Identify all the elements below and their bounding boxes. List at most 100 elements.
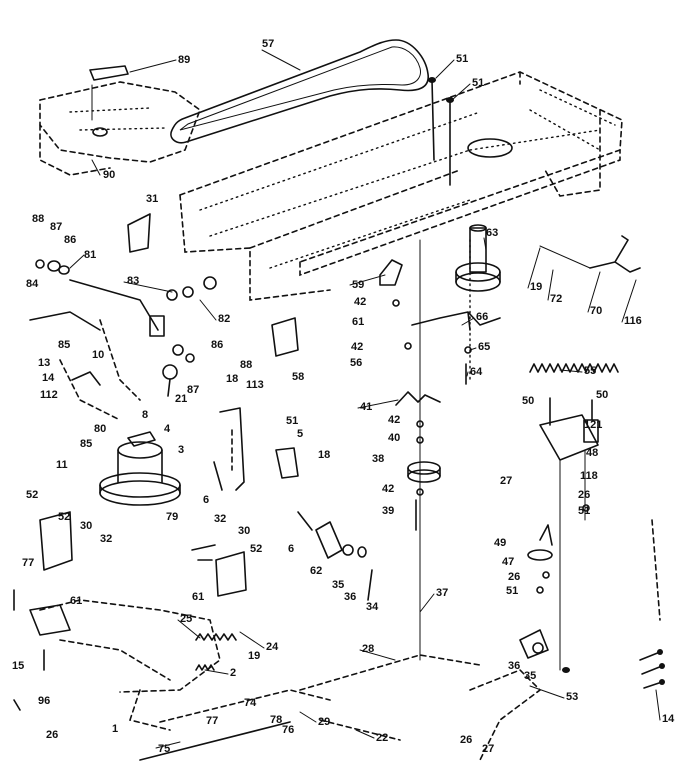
transmission-pulley <box>99 431 181 506</box>
front-frame <box>39 65 201 176</box>
part-label-61: 61 <box>352 316 364 328</box>
part-label-89: 89 <box>178 54 190 66</box>
leader-line <box>129 59 177 73</box>
part-label-80: 80 <box>94 423 106 435</box>
part-label-51: 51 <box>578 505 590 517</box>
transaxle-mount <box>13 511 221 731</box>
part-label-3: 3 <box>178 444 184 456</box>
leader-line <box>177 619 201 639</box>
rod-75 <box>139 721 291 761</box>
part-label-26: 26 <box>578 489 590 501</box>
bracket-58 <box>271 317 299 357</box>
leader-line <box>91 159 101 176</box>
part-label-52: 52 <box>26 489 38 501</box>
part-label-28: 28 <box>362 643 374 655</box>
part-label-51: 51 <box>472 77 484 89</box>
part-label-50: 50 <box>596 389 608 401</box>
part-label-53: 53 <box>566 691 578 703</box>
part-label-19: 19 <box>248 650 260 662</box>
part-label-88: 88 <box>32 213 44 225</box>
part-label-75: 75 <box>158 743 170 755</box>
leader-line <box>483 237 487 251</box>
part-label-32: 32 <box>214 513 226 525</box>
part-label-4: 4 <box>164 423 171 435</box>
part-label-72: 72 <box>550 293 562 305</box>
part-label-81: 81 <box>84 249 96 261</box>
part-label-30: 30 <box>80 520 92 532</box>
part-label-112: 112 <box>40 389 58 401</box>
leader-line <box>655 689 661 721</box>
part-label-42: 42 <box>351 341 363 353</box>
part-label-77: 77 <box>22 557 34 569</box>
part-label-15: 15 <box>12 660 24 672</box>
part-label-63: 63 <box>486 227 498 239</box>
part-label-57: 57 <box>262 38 274 50</box>
part-label-13: 13 <box>38 357 50 369</box>
leader-line <box>529 685 565 699</box>
part-label-18: 18 <box>226 373 238 385</box>
engine-pulley <box>455 224 501 292</box>
part-label-22: 22 <box>376 732 388 744</box>
leader-line <box>451 83 471 101</box>
leader-line <box>461 317 475 326</box>
part-label-26: 26 <box>508 571 520 583</box>
part-label-86: 86 <box>211 339 223 351</box>
part-label-11: 11 <box>56 459 68 471</box>
leader-line <box>349 274 386 286</box>
part-label-82: 82 <box>218 313 230 325</box>
bracket-59 <box>379 259 403 286</box>
part-label-70: 70 <box>590 305 602 317</box>
leader-line <box>355 729 375 739</box>
leader-line <box>357 399 399 409</box>
idler-pulley-38 <box>407 461 441 483</box>
part-label-42: 42 <box>354 296 366 308</box>
part-label-41: 41 <box>360 401 372 413</box>
part-label-37: 37 <box>436 587 448 599</box>
part-label-24: 24 <box>266 641 279 653</box>
part-label-6: 6 <box>203 494 209 506</box>
linkage-113 <box>219 407 245 491</box>
part-label-36: 36 <box>508 660 520 672</box>
leader-line <box>621 279 637 323</box>
part-label-34: 34 <box>366 601 379 613</box>
part-label-65: 65 <box>478 341 490 353</box>
part-label-58: 58 <box>292 371 304 383</box>
part-label-31: 31 <box>146 193 158 205</box>
part-label-52: 52 <box>250 543 262 555</box>
leader-line <box>469 347 477 351</box>
brake-assembly <box>469 629 549 761</box>
part-label-87: 87 <box>50 221 62 233</box>
clutch-bracket <box>527 397 599 673</box>
bracket-30-mid <box>215 551 247 597</box>
part-label-61: 61 <box>192 591 204 603</box>
part-label-42: 42 <box>382 483 394 495</box>
part-label-27: 27 <box>500 475 512 487</box>
part-label-50: 50 <box>522 395 534 407</box>
part-label-83: 83 <box>127 275 139 287</box>
leader-line <box>359 649 396 661</box>
drive-belt-inner <box>179 46 421 131</box>
part-label-78: 78 <box>270 714 282 726</box>
spring-25 <box>195 633 237 641</box>
part-label-84: 84 <box>26 278 39 290</box>
part-label-56: 56 <box>350 357 362 369</box>
part-label-21: 21 <box>175 393 187 405</box>
part-label-87: 87 <box>187 384 199 396</box>
part-label-6: 6 <box>288 543 294 555</box>
leader-line <box>547 269 554 301</box>
part-label-66: 66 <box>476 311 488 323</box>
part-label-35: 35 <box>332 579 344 591</box>
part-label-26: 26 <box>46 729 58 741</box>
part-label-113: 113 <box>246 379 264 391</box>
part-label-77: 77 <box>206 715 218 727</box>
leader-line <box>261 49 301 71</box>
part-label-1: 1 <box>112 723 118 735</box>
part-label-40: 40 <box>388 432 400 444</box>
roller-62 <box>297 511 373 601</box>
part-label-2: 2 <box>230 667 236 679</box>
part-label-90: 90 <box>103 169 115 181</box>
part-label-74: 74 <box>244 697 257 709</box>
part-label-96: 96 <box>38 695 50 707</box>
